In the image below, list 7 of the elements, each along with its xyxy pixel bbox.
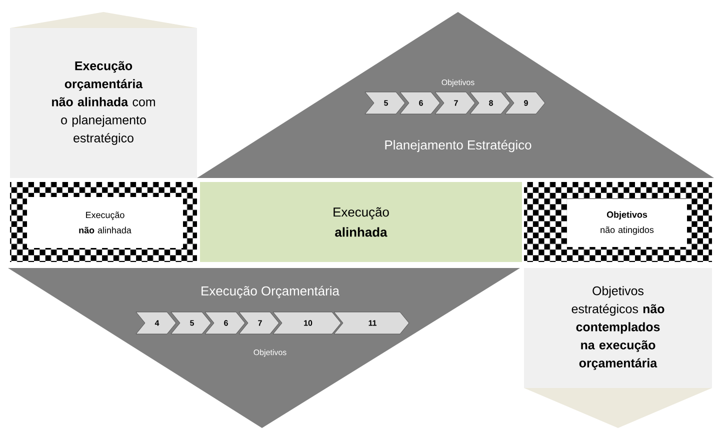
callout-box: Objetivos estratégicos não contemplados na execução orçamentária xyxy=(524,268,712,428)
panel-title: Planejamento Estratégico xyxy=(385,140,532,152)
center-band: Execução alinhada xyxy=(200,182,522,262)
label-box: Objetivos não atingidos xyxy=(567,199,687,247)
label-box: Execução não alinhada xyxy=(27,197,183,248)
panel-title: Execução Orçamentária xyxy=(202,286,340,298)
callout-box: Execução orçamentária não alinhada com o planejamento estratégico xyxy=(10,12,197,178)
